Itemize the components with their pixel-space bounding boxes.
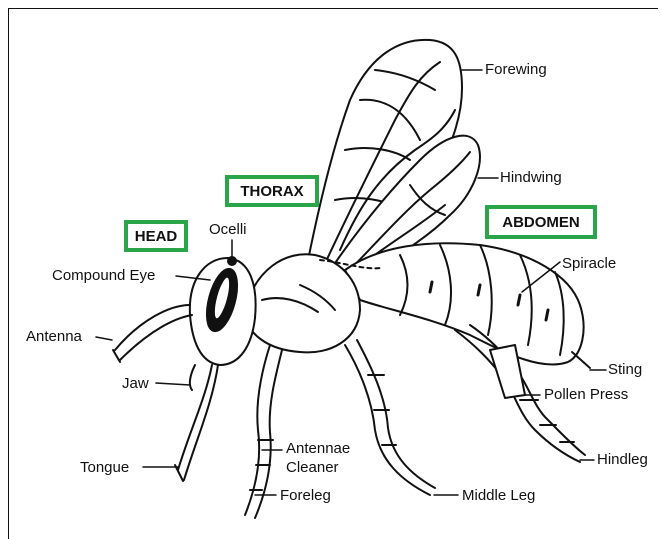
middle-leg-shape: [345, 340, 435, 495]
foreleg-shape: [245, 345, 282, 518]
label-pollen-press: Pollen Press: [544, 387, 628, 402]
region-abdomen-box: ABDOMEN: [485, 205, 597, 239]
label-hindleg: Hindleg: [597, 452, 648, 467]
label-sting: Sting: [608, 362, 642, 377]
label-antenna: Antenna: [26, 329, 82, 344]
label-compound-eye: Compound Eye: [52, 268, 155, 283]
label-foreleg: Foreleg: [280, 488, 331, 503]
region-head-box: HEAD: [124, 220, 188, 252]
label-forewing: Forewing: [485, 62, 547, 77]
label-tongue: Tongue: [80, 460, 129, 475]
label-antennae-cleaner-line1: Antennae: [286, 441, 350, 456]
label-spiracle: Spiracle: [562, 256, 616, 271]
label-jaw: Jaw: [122, 376, 149, 391]
label-ocelli: Ocelli: [209, 222, 247, 237]
abdomen-shape: [345, 243, 590, 368]
head-shape: [113, 257, 256, 481]
label-hindwing: Hindwing: [500, 170, 562, 185]
label-middle-leg: Middle Leg: [462, 488, 535, 503]
label-antennae-cleaner-line2: Cleaner: [286, 460, 339, 475]
region-thorax-box: THORAX: [225, 175, 319, 207]
